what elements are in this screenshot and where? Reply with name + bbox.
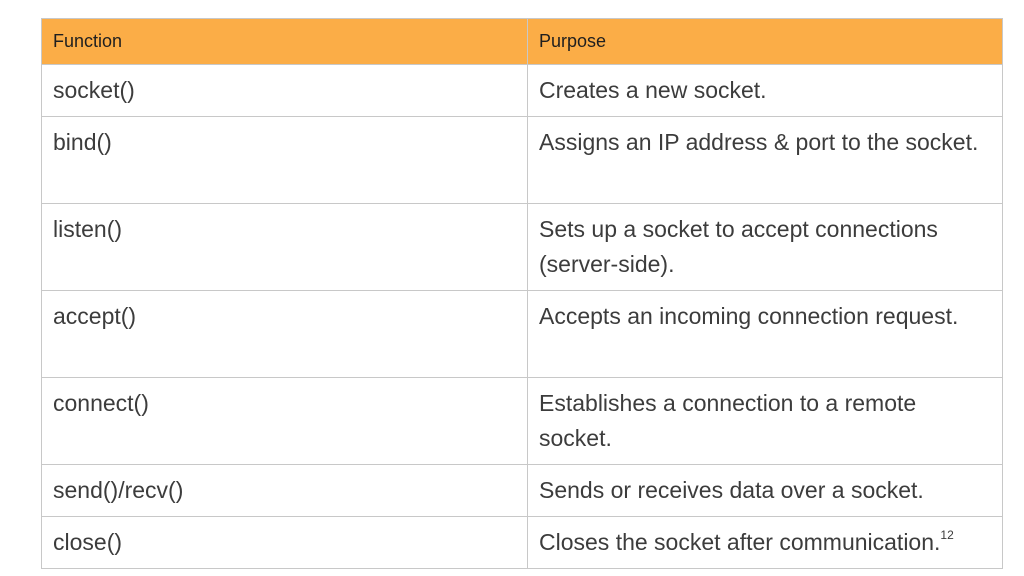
function-cell: socket() [41, 64, 528, 117]
table-row: accept() Accepts an incoming connection … [41, 290, 1003, 378]
header-row: Function Purpose [41, 18, 1003, 65]
purpose-cell: Creates a new socket. [527, 64, 1003, 117]
header-purpose: Purpose [527, 18, 1003, 65]
function-cell: listen() [41, 203, 528, 291]
table-header: Function Purpose [41, 18, 1003, 65]
function-cell: accept() [41, 290, 528, 378]
purpose-cell: Accepts an incoming connection request. [527, 290, 1003, 378]
function-cell: close() [41, 516, 528, 569]
function-cell: send()/recv() [41, 464, 528, 517]
purpose-cell: Sets up a socket to accept connections (… [527, 203, 1003, 291]
function-cell: connect() [41, 377, 528, 465]
purpose-cell: Assigns an IP address & port to the sock… [527, 116, 1003, 204]
purpose-cell: Sends or receives data over a socket. [527, 464, 1003, 517]
table-row: bind() Assigns an IP address & port to t… [41, 116, 1003, 204]
socket-functions-table: Function Purpose socket() Creates a new … [41, 18, 1003, 569]
table-row: close() Closes the socket after communic… [41, 516, 1003, 569]
purpose-cell: Closes the socket after communication.12 [527, 516, 1003, 569]
table-row: send()/recv() Sends or receives data ove… [41, 464, 1003, 517]
function-cell: bind() [41, 116, 528, 204]
table-body: socket() Creates a new socket. bind() As… [41, 64, 1003, 569]
socket-functions-table-container: Function Purpose socket() Creates a new … [41, 18, 1003, 569]
footnote-reference[interactable]: 12 [940, 528, 954, 543]
purpose-text: Closes the socket after communication. [539, 529, 941, 555]
table-row: listen() Sets up a socket to accept conn… [41, 203, 1003, 291]
purpose-cell: Establishes a connection to a remote soc… [527, 377, 1003, 465]
header-function: Function [41, 18, 528, 65]
table-row: connect() Establishes a connection to a … [41, 377, 1003, 465]
table-row: socket() Creates a new socket. [41, 64, 1003, 117]
